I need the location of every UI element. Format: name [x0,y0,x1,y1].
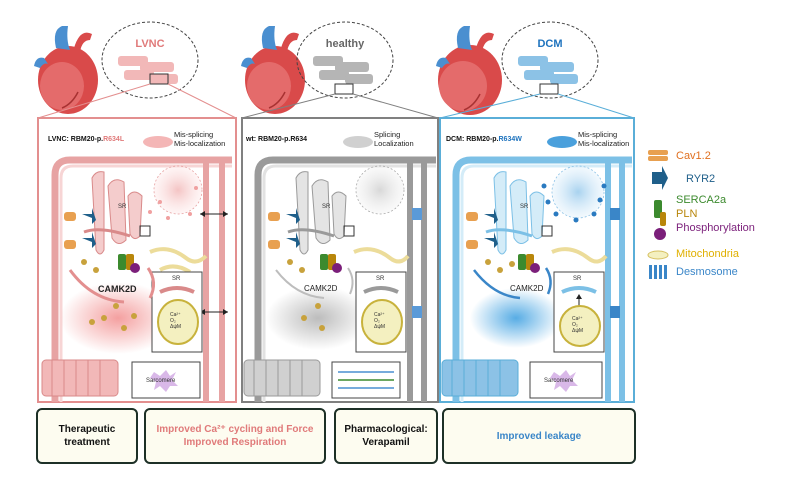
legend-label-serca2a: SERCA2a [676,194,727,206]
sr-label-lvnc: SR [118,204,127,210]
ryr2-channel-icon [652,166,668,190]
legend-label-desmosome: Desmosome [676,266,738,278]
variant-label-dcm: DCM: RBM20-p.R634W [446,136,522,143]
sarcomere-label-lvnc: Sarcomere [146,378,176,384]
sr-zoom-label-lvnc: SR [172,276,181,282]
oval-lvnc [101,21,199,99]
sarcomere-label-dcm: Sarcomere [544,378,574,384]
sr-label-dcm: SR [520,204,529,210]
camk2d-label-lvnc: CAMK2D [98,284,137,294]
panel-lvnc [37,117,237,403]
phosphorylation-icon [654,228,666,240]
legend-label-ryr2: RYR2 [686,173,716,185]
cell-lvnc [41,136,232,402]
desmosome-icon [649,265,667,279]
oval-label-lvnc: LVNC [135,38,165,50]
pln-icon [660,212,666,226]
panel-dcm [439,117,635,403]
sr-label-healthy: SR [322,204,331,210]
camk2d-label-healthy: CAMK2D [304,284,338,293]
heart-icon-left [34,26,98,114]
cell-dcm [441,136,632,402]
panel-healthy [241,117,439,403]
camk2d-label-dcm: CAMK2D [510,284,544,293]
oval-label-dcm: DCM [537,38,563,50]
cell-healthy [243,136,436,402]
legend-label-cav12: Cav1.2 [676,150,711,162]
cav12-channel-icon [648,150,668,161]
heart-icon-middle [241,26,305,114]
oval-dcm [501,21,599,99]
mitochondria-icon [647,250,669,260]
pharmacological-box: Pharmacological:Verapamil [334,408,438,464]
oval-healthy [296,21,394,99]
sr-zoom-label-dcm: SR [573,276,582,282]
variant-label-lvnc: LVNC: RBM20-p.R634L [48,136,125,143]
heart-icon-right [436,26,502,115]
legend-label-phosphorylation: Phosphorylation [676,222,755,234]
legend-label-mitochondria: Mitochondria [676,248,739,260]
serca2a-pump-icon [654,200,662,218]
oval-label-healthy: healthy [325,38,365,50]
improved-leakage-box: Improved leakage [442,408,636,464]
zoom-lines [37,83,635,119]
sr-zoom-label-healthy: SR [376,276,385,282]
legend-label-pln: PLN [676,208,698,220]
variant-label-healthy: wt: RBM20-p.R634 [246,136,308,143]
